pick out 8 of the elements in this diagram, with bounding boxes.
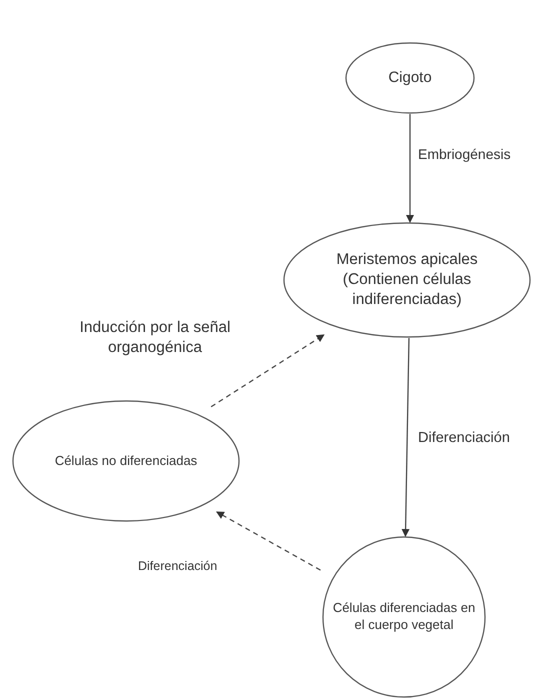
node-label: Células diferenciadas en el cuerpo vegetal: [332, 600, 476, 634]
arrow: [402, 338, 410, 537]
arrow: [406, 114, 414, 224]
arrow: [210, 334, 325, 408]
arrow: [216, 511, 321, 571]
node-label: Células no diferenciadas: [54, 452, 198, 470]
node-label: Meristemos apicales (Contienen células indiferenciadas): [335, 250, 479, 310]
node-label: Cigoto: [388, 68, 432, 88]
